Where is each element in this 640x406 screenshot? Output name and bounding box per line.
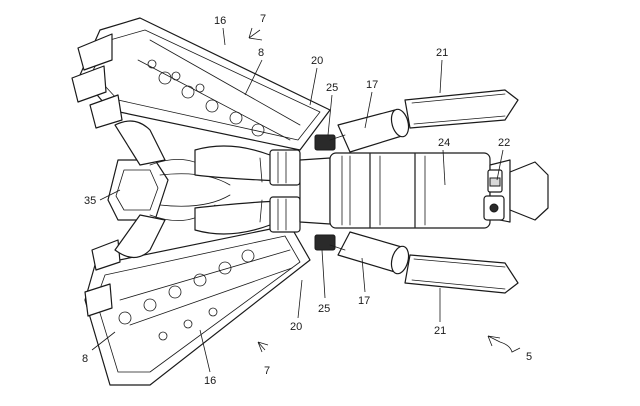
lower-cylinder-bank [84,224,311,386]
label-25-top: 25 [326,82,338,94]
label-20-bottom: 20 [290,321,302,333]
label-24: 24 [438,137,450,149]
central-silencer [299,152,511,229]
tailpipe-valve [483,161,549,221]
label-20-top: 20 [311,55,323,67]
reference-numerals: 7 16 8 20 25 17 21 24 22 35 25 17 20 21 … [82,13,532,387]
label-22: 22 [498,137,510,149]
label-21-top: 21 [436,47,448,59]
leader-lines [91,27,521,373]
label-17-bottom: 17 [358,295,370,307]
exhaust-manifolds [194,145,301,235]
label-8-top: 8 [258,47,264,59]
label-16-bottom: 16 [204,375,216,387]
upper-cylinder-bank [71,17,331,151]
label-7-top: 7 [260,13,266,25]
label-25-bottom: 25 [318,303,330,315]
label-21-bottom: 21 [434,325,446,337]
lower-side-exhaust [314,231,519,294]
label-35: 35 [84,195,96,207]
label-16-top: 16 [214,15,226,27]
upper-side-exhaust [314,89,519,153]
label-8-bottom: 8 [82,353,88,365]
label-7-bottom: 7 [264,365,270,377]
intake-plenum [107,120,231,259]
label-5: 5 [526,351,532,363]
label-17-top: 17 [366,79,378,91]
